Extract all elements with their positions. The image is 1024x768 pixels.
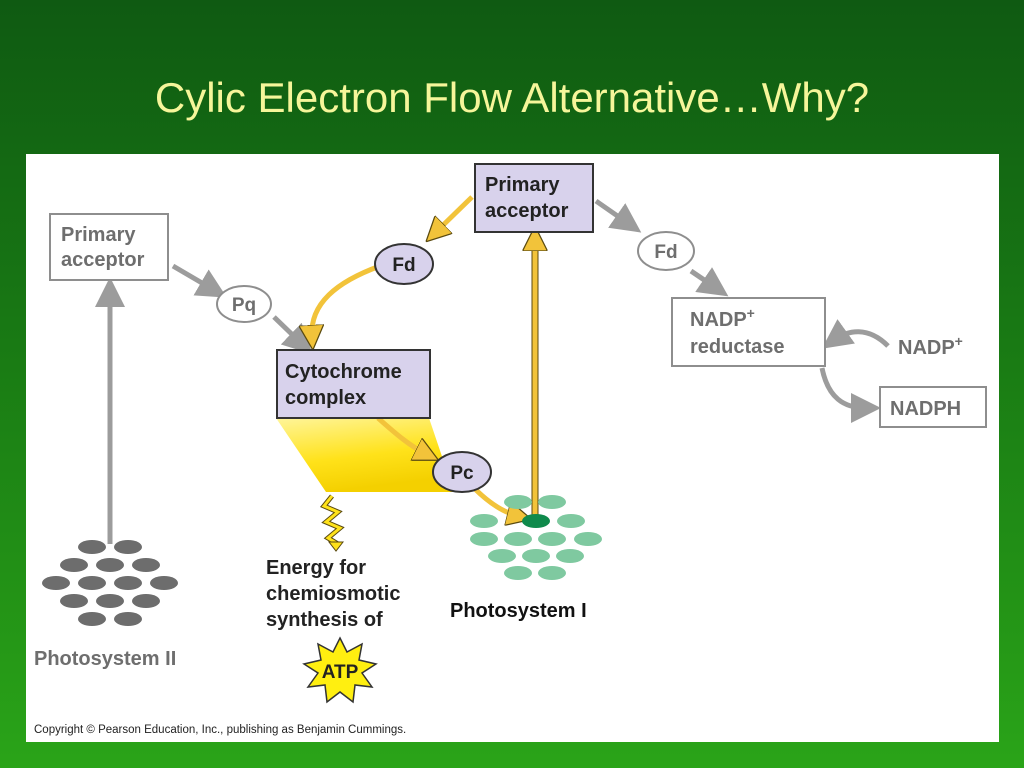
reductase-line1: NADP+ bbox=[690, 305, 755, 331]
ps1-reaction-center bbox=[522, 514, 550, 528]
energy-label-line3: synthesis of bbox=[266, 609, 383, 631]
nadph-label: NADPH bbox=[890, 398, 961, 420]
diagram-panel: Primary acceptor Primary acceptor Cytoch… bbox=[26, 154, 999, 742]
reductase-line2: reductase bbox=[690, 336, 785, 358]
nadph-box: NADPH bbox=[879, 386, 987, 428]
ps2-primary-acceptor-box: Primary acceptor bbox=[49, 213, 169, 281]
nadp-plus-label: NADP+ bbox=[898, 333, 963, 359]
cytochrome-line1: Cytochrome bbox=[285, 361, 402, 383]
pq-label: Pq bbox=[232, 295, 256, 316]
fd-linear-label: Fd bbox=[654, 242, 677, 263]
slide-title: Cylic Electron Flow Alternative…Why? bbox=[154, 74, 870, 121]
ps2-acceptor-line2: acceptor bbox=[61, 249, 145, 271]
photosystem-2-label: Photosystem II bbox=[34, 648, 176, 670]
energy-lightning-bolt-fill bbox=[321, 495, 343, 546]
photosystem-1-cluster bbox=[470, 495, 602, 580]
energy-cone bbox=[276, 418, 454, 492]
pc-label: Pc bbox=[450, 463, 474, 484]
arrow-fd-to-cytochrome bbox=[312, 263, 381, 336]
ps1-primary-acceptor-box: Primary acceptor bbox=[474, 163, 594, 233]
photosystem-2-cluster bbox=[42, 540, 178, 626]
arrow-acceptor-to-fd-cyclic bbox=[436, 195, 474, 232]
arrow-cytochrome-to-pc bbox=[376, 416, 426, 454]
ps1-acceptor-line1: Primary bbox=[485, 174, 560, 196]
fd-cyclic-carrier: Fd bbox=[374, 243, 434, 285]
cytochrome-line2: complex bbox=[285, 387, 366, 409]
atp-label: ATP bbox=[322, 662, 359, 683]
arrow-acceptor-to-fd bbox=[594, 198, 642, 233]
cytochrome-complex-box: Cytochrome complex bbox=[276, 349, 431, 419]
arrow-reductase-to-nadph bbox=[819, 367, 881, 423]
fd-cyclic-label: Fd bbox=[392, 255, 415, 276]
atp-star: ATP bbox=[302, 636, 378, 704]
cyclic-electron-flow-diagram: Primary acceptor Primary acceptor Cytoch… bbox=[34, 163, 987, 736]
energy-bolt-head bbox=[327, 541, 345, 552]
pq-carrier: Pq bbox=[216, 285, 272, 323]
ps2-acceptor-line1: Primary bbox=[61, 224, 136, 246]
arrow-nadp-into-reductase bbox=[821, 319, 890, 349]
copyright-text: Copyright © Pearson Education, Inc., pub… bbox=[34, 724, 406, 736]
arrow-pq-to-cytochrome bbox=[272, 315, 313, 355]
arrow-fd-to-reductase bbox=[689, 267, 729, 297]
nadp-reductase-box: NADP+ reductase bbox=[671, 297, 826, 367]
fd-linear-carrier: Fd bbox=[637, 231, 695, 271]
energy-label-line2: chemiosmotic bbox=[266, 583, 400, 605]
arrow-pc-to-ps1 bbox=[472, 486, 518, 516]
photosystem-1-label: Photosystem I bbox=[450, 600, 587, 622]
arrow-acceptor-to-pq bbox=[171, 263, 227, 298]
ps1-acceptor-line2: acceptor bbox=[485, 200, 569, 222]
pc-carrier: Pc bbox=[432, 451, 492, 493]
energy-label-line1: Energy for bbox=[266, 557, 366, 579]
